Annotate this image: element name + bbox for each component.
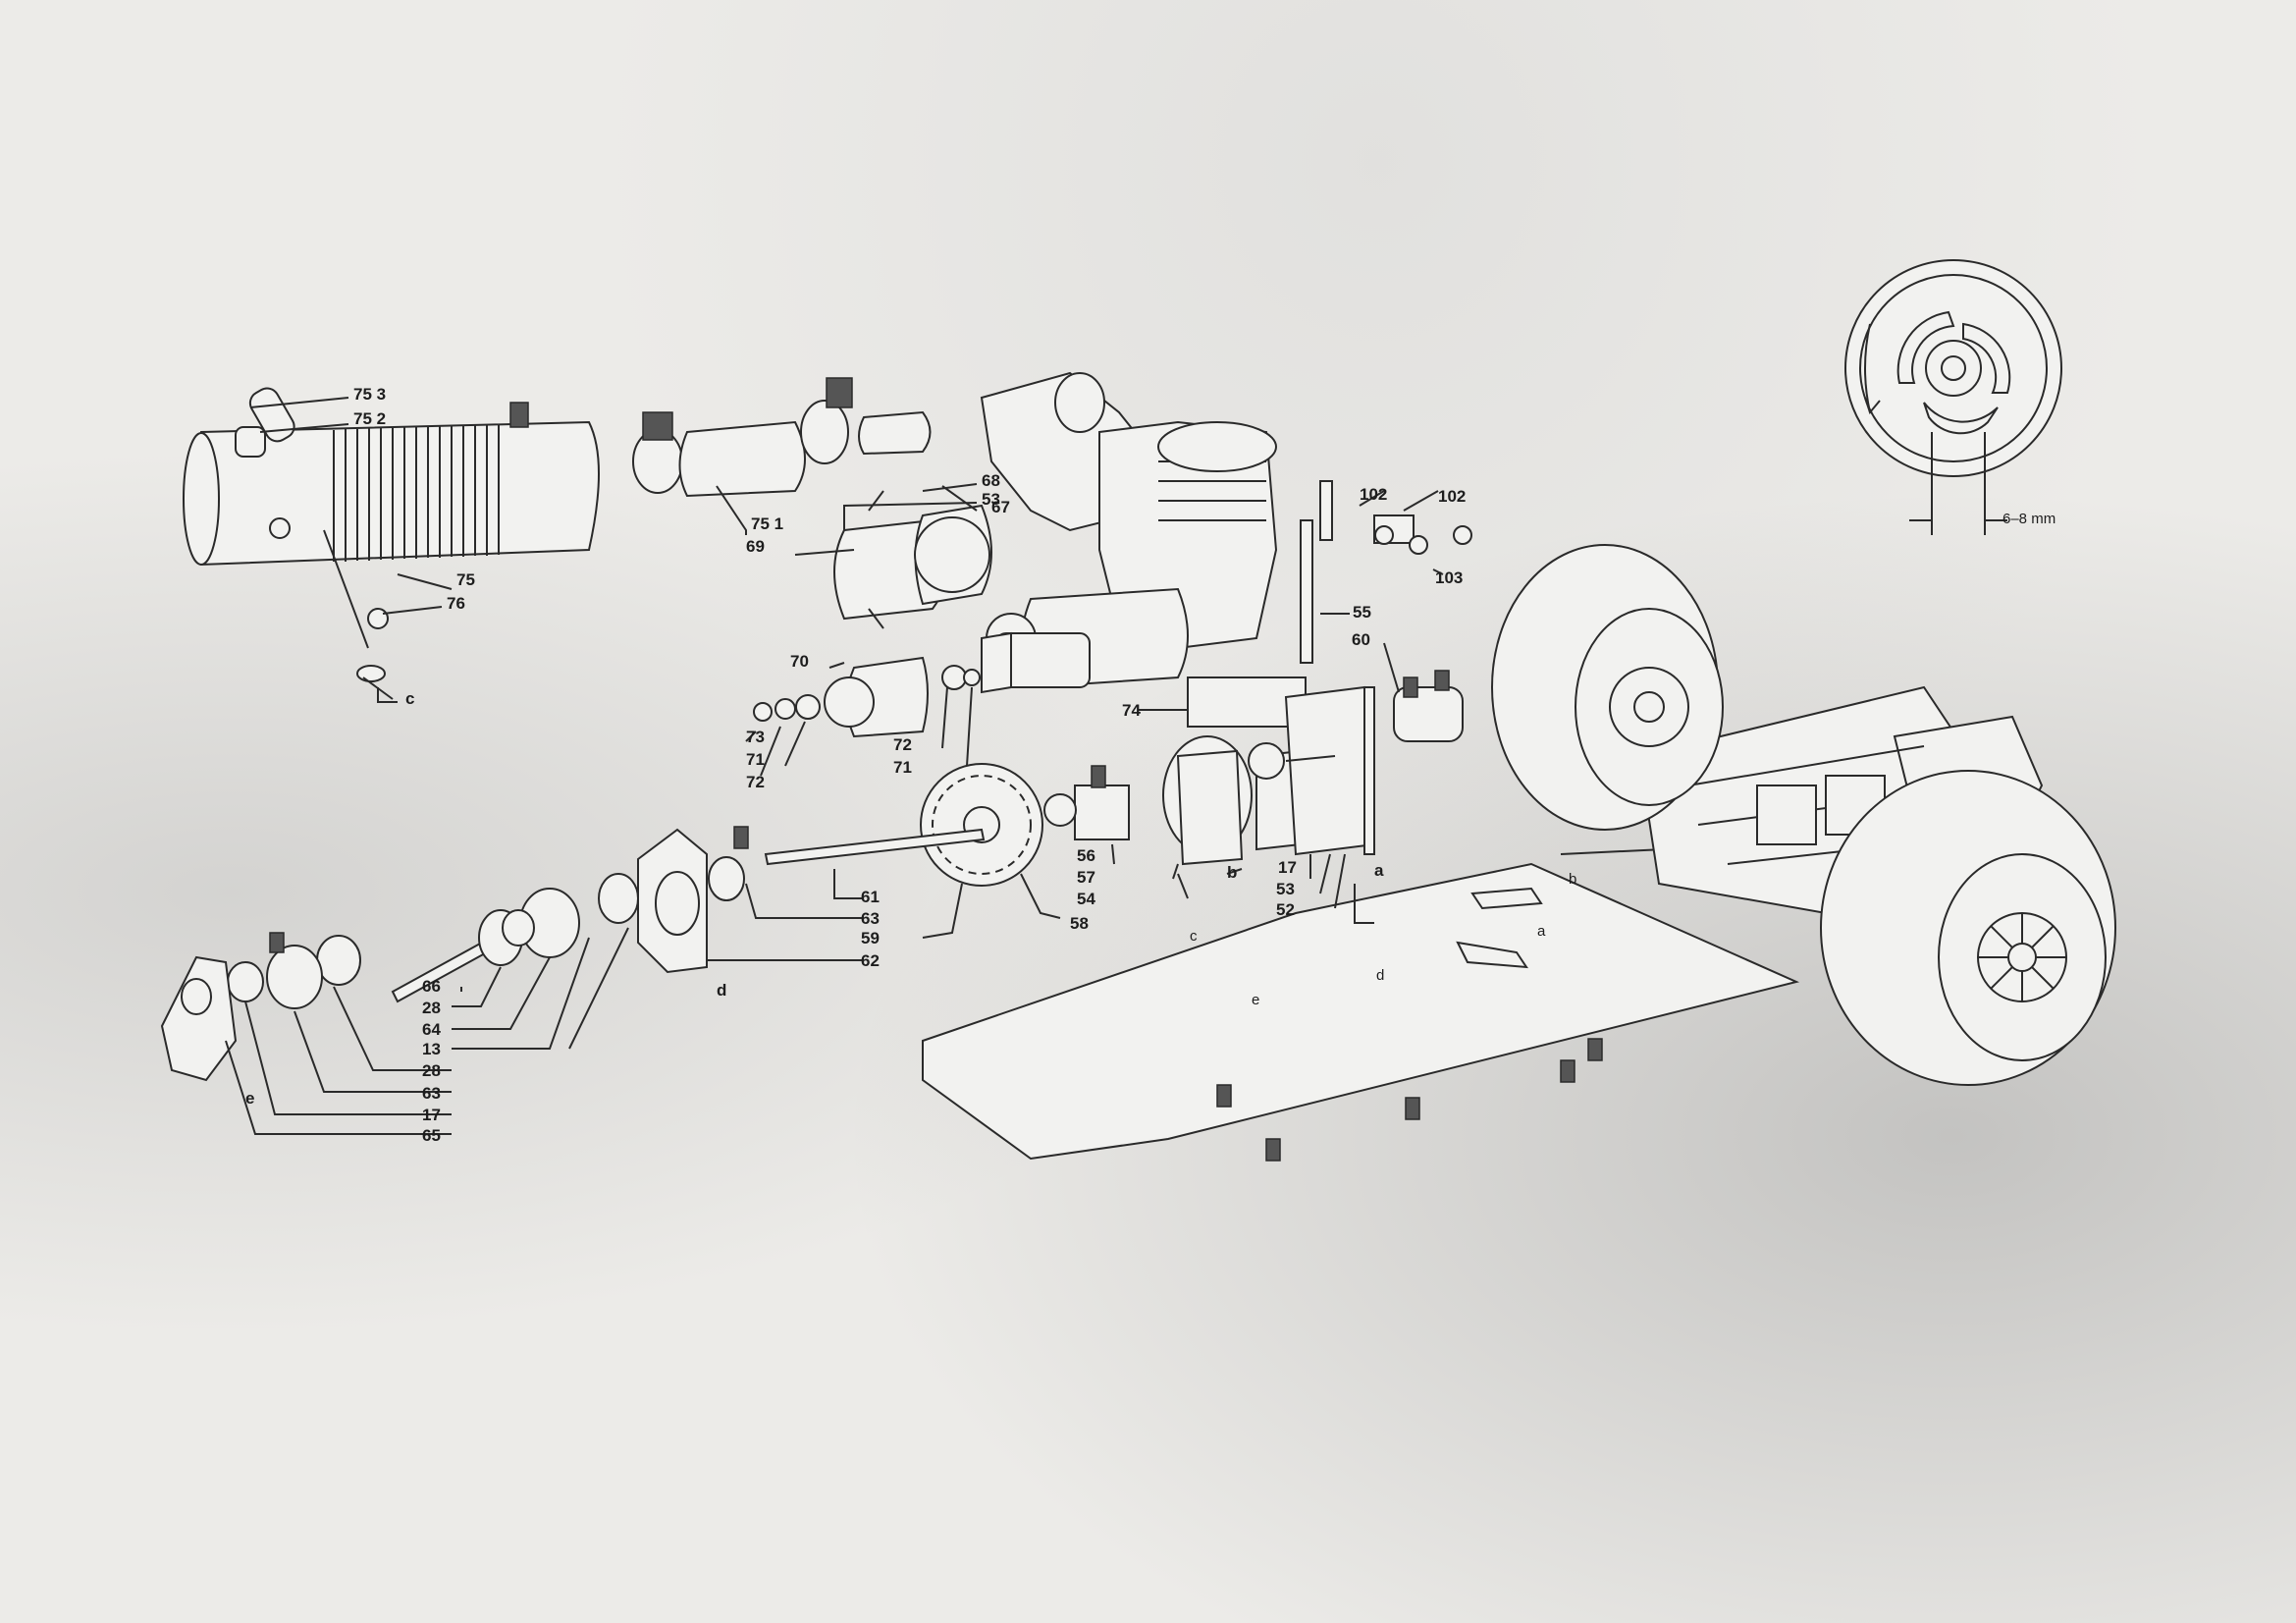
rear-wheel-upper bbox=[1491, 544, 1724, 831]
label-73: 73 bbox=[746, 728, 765, 746]
label-74: 74 bbox=[1122, 701, 1141, 720]
label-28: 28 bbox=[422, 1061, 441, 1080]
label-56: 56 bbox=[1077, 846, 1095, 865]
label-75-3: 75 3 bbox=[353, 385, 387, 404]
engine-block bbox=[980, 371, 1278, 689]
label-64: 64 bbox=[422, 1020, 441, 1039]
label-66: 66 bbox=[422, 977, 441, 996]
label-67: 67 bbox=[991, 498, 1010, 516]
muffler-fins bbox=[333, 424, 500, 562]
label-c: c bbox=[405, 689, 415, 708]
label-75-1: 75 1 bbox=[751, 514, 784, 533]
label-75: 75 bbox=[456, 570, 475, 589]
exhaust-coupler bbox=[632, 377, 932, 498]
label-75-2: 75 2 bbox=[353, 409, 387, 428]
label-d: d bbox=[1376, 967, 1385, 984]
label-76: 76 bbox=[447, 594, 465, 613]
label-d: d bbox=[717, 981, 727, 1000]
label-61: 61 bbox=[861, 888, 880, 906]
label-63: 63 bbox=[861, 909, 880, 928]
label-103: 103 bbox=[1435, 568, 1464, 587]
label-57: 57 bbox=[1077, 868, 1095, 887]
label-54: 54 bbox=[1077, 890, 1095, 908]
label-e: e bbox=[1252, 992, 1260, 1008]
leader-lines bbox=[225, 397, 1444, 1135]
chassis-plate bbox=[922, 843, 1800, 1162]
label-e: e bbox=[245, 1089, 255, 1108]
label-102: 102 bbox=[1360, 485, 1388, 504]
label-72: 72 bbox=[746, 773, 765, 791]
label-65: 65 bbox=[422, 1126, 441, 1145]
label-17: 17 bbox=[1278, 858, 1297, 877]
gap-dimension: 6–8 mm bbox=[2002, 511, 2056, 527]
clutch-bell bbox=[753, 656, 981, 738]
label-72: 72 bbox=[893, 735, 912, 754]
clutch-assembly bbox=[833, 490, 1091, 694]
label-69: 69 bbox=[746, 537, 765, 556]
clutch-disc-inset bbox=[1844, 259, 2062, 535]
label-a: a bbox=[1537, 923, 1546, 940]
label-53: 53 bbox=[1276, 880, 1295, 898]
label-71: 71 bbox=[746, 750, 765, 769]
label-53: 53 bbox=[982, 490, 1000, 509]
label-55: 55 bbox=[1353, 603, 1371, 622]
label-a: a bbox=[1374, 861, 1384, 880]
label-52: 52 bbox=[1276, 900, 1295, 919]
label-58: 58 bbox=[1070, 914, 1089, 933]
muffler-assembly bbox=[183, 387, 600, 700]
label-c: c bbox=[1190, 928, 1198, 945]
label-60: 60 bbox=[1352, 630, 1370, 649]
label-68: 68 bbox=[982, 471, 1000, 490]
label-b: b bbox=[1569, 871, 1577, 888]
label-13: 13 bbox=[422, 1040, 441, 1058]
label-70: 70 bbox=[790, 652, 809, 671]
label-71: 71 bbox=[893, 758, 912, 777]
label-59: 59 bbox=[861, 929, 880, 947]
label-62: 62 bbox=[861, 951, 880, 970]
rear-wheel-lower bbox=[1820, 770, 2116, 1086]
label-28: 28 bbox=[422, 999, 441, 1017]
label-102: 102 bbox=[1438, 487, 1467, 506]
engine-mount bbox=[1187, 480, 1472, 856]
drive-shaft bbox=[160, 826, 749, 1082]
label-17: 17 bbox=[422, 1106, 441, 1124]
spur-gear bbox=[764, 735, 1302, 887]
label-63: 63 bbox=[422, 1084, 441, 1103]
label-b: b bbox=[1227, 863, 1238, 882]
